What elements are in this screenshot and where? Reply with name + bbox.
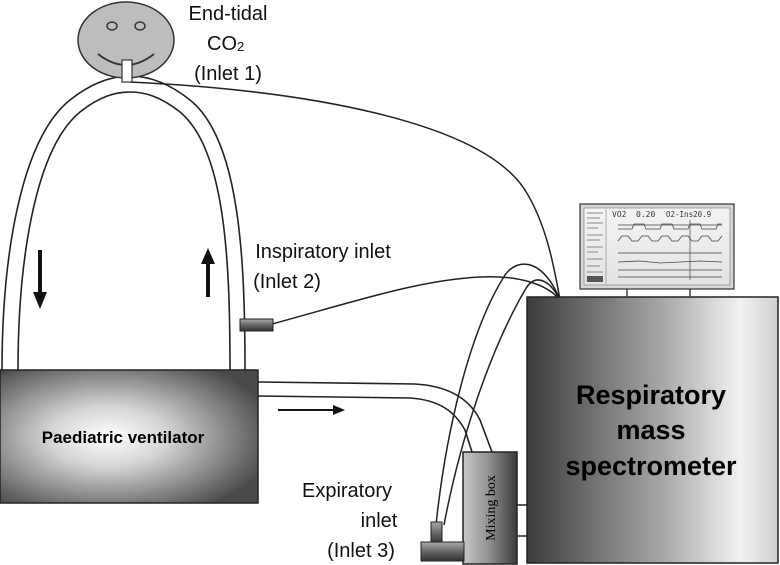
arrow-right-icon — [278, 405, 345, 415]
expiratory-inlet-port — [420, 521, 465, 562]
end-tidal-sampling-line — [129, 81, 561, 301]
label-end-tidal: End-tidal CO2 (Inlet 1) — [189, 3, 268, 85]
spectrometer-label-line2: mass — [616, 415, 685, 445]
label-expiratory-line2: inlet — [361, 510, 398, 532]
label-inspiratory-line2: (Inlet 2) — [253, 271, 321, 293]
inner-tube-arch — [17, 91, 231, 371]
inspiratory-inlet-port — [239, 318, 274, 332]
patient-face — [77, 1, 175, 83]
label-expiratory-line3: (Inlet 3) — [327, 540, 395, 562]
monitor-left-column — [587, 212, 603, 273]
mixing-box-label: Mixing box — [484, 475, 499, 541]
respiratory-mass-spectrometer: Respiratory mass spectrometer — [526, 296, 779, 564]
monitor-readout-vo2: VO2 — [612, 210, 627, 219]
airway-connector — [121, 59, 133, 83]
label-end-tidal-line1: End-tidal — [189, 3, 268, 25]
label-expiratory-line1: Expiratory — [302, 480, 392, 502]
monitor-readout-value: 0.20 — [636, 210, 655, 219]
spectrometer-monitor: VO2 0.20 O2-Ins20.9 — [579, 203, 735, 297]
sampling-lines — [129, 81, 561, 526]
spectrometer-label-line1: Respiratory — [576, 380, 726, 410]
expiratory-sampling-line-b — [443, 279, 561, 526]
monitor-waveforms — [617, 223, 723, 278]
monitor-status-block — [587, 276, 603, 282]
arrow-up-icon — [201, 248, 215, 297]
label-expiratory: Expiratory inlet (Inlet 3) — [302, 480, 398, 562]
label-end-tidal-inlet: (Inlet 1) — [194, 63, 262, 85]
breathing-circuit-tubes — [1, 75, 246, 371]
spectrometer-label-line3: spectrometer — [565, 451, 737, 481]
expiratory-tube — [257, 381, 493, 453]
face-right-eye — [134, 21, 146, 31]
flow-arrows — [33, 248, 345, 415]
face-left-eye — [106, 21, 118, 31]
inspiratory-sampling-line — [271, 276, 561, 325]
monitor-screen — [583, 207, 731, 286]
label-end-tidal-co: CO2 — [207, 33, 244, 55]
ventilator-label: Paediatric ventilator — [42, 428, 205, 447]
label-inspiratory: Inspiratory inlet (Inlet 2) — [253, 241, 391, 293]
expiratory-sampling-line-a — [435, 263, 561, 526]
outer-tube-arch — [1, 75, 246, 371]
mixing-box: Mixing box — [462, 451, 528, 565]
paediatric-ventilator: Paediatric ventilator — [0, 369, 259, 504]
label-inspiratory-line1: Inspiratory inlet — [255, 241, 391, 263]
monitor-readout-o2: O2-Ins20.9 — [666, 210, 711, 219]
arrow-down-icon — [33, 250, 47, 309]
